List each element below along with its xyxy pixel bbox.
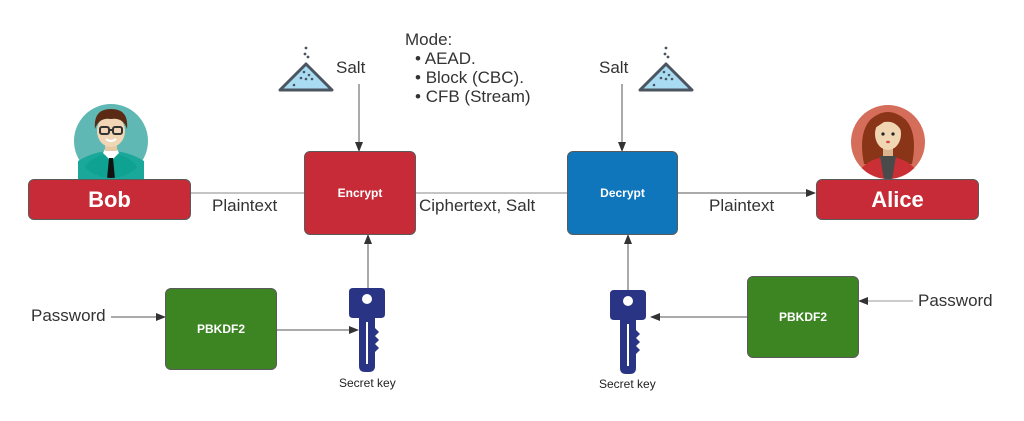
secret-key-left-icon <box>349 288 385 372</box>
salt-right-icon <box>638 46 694 92</box>
salt-right-label: Salt <box>599 58 629 77</box>
kdf-left-node: PBKDF2 <box>165 288 277 370</box>
decrypt-label: Decrypt <box>600 186 645 200</box>
salt-left-icon <box>278 46 334 92</box>
bob-node: Bob <box>28 179 191 220</box>
kdf-left-label: PBKDF2 <box>196 322 245 336</box>
kdf-right-label: PBKDF2 <box>778 310 827 324</box>
mode-item: AEAD. <box>415 49 531 68</box>
mode-item: Block (CBC). <box>415 68 531 87</box>
encrypt-node: Encrypt <box>304 151 416 235</box>
password-left-label: Password <box>31 306 106 325</box>
salt-left-label: Salt <box>336 58 366 77</box>
alice-node: Alice <box>816 179 979 220</box>
alice-avatar-icon <box>851 105 925 179</box>
plaintext-right-label: Plaintext <box>709 196 775 215</box>
bob-avatar-icon <box>74 104 148 179</box>
password-right-label: Password <box>918 291 993 310</box>
plaintext-left-label: Plaintext <box>212 196 278 215</box>
secret-key-left-label: Secret key <box>339 376 396 390</box>
secret-key-right-icon <box>610 290 646 374</box>
mode-item: CFB (Stream) <box>415 87 531 106</box>
mode-note: Mode: AEAD. Block (CBC). CFB (Stream) <box>405 30 531 106</box>
kdf-right-node: PBKDF2 <box>747 276 859 358</box>
encrypt-label: Encrypt <box>337 186 383 200</box>
mode-list: AEAD. Block (CBC). CFB (Stream) <box>405 49 531 106</box>
ciphertext-label: Ciphertext, Salt <box>419 196 536 215</box>
mode-heading: Mode: <box>405 30 453 49</box>
bob-label: Bob <box>88 186 131 212</box>
decrypt-node: Decrypt <box>567 151 678 235</box>
secret-key-right-label: Secret key <box>599 377 656 391</box>
alice-label: Alice <box>871 186 924 212</box>
